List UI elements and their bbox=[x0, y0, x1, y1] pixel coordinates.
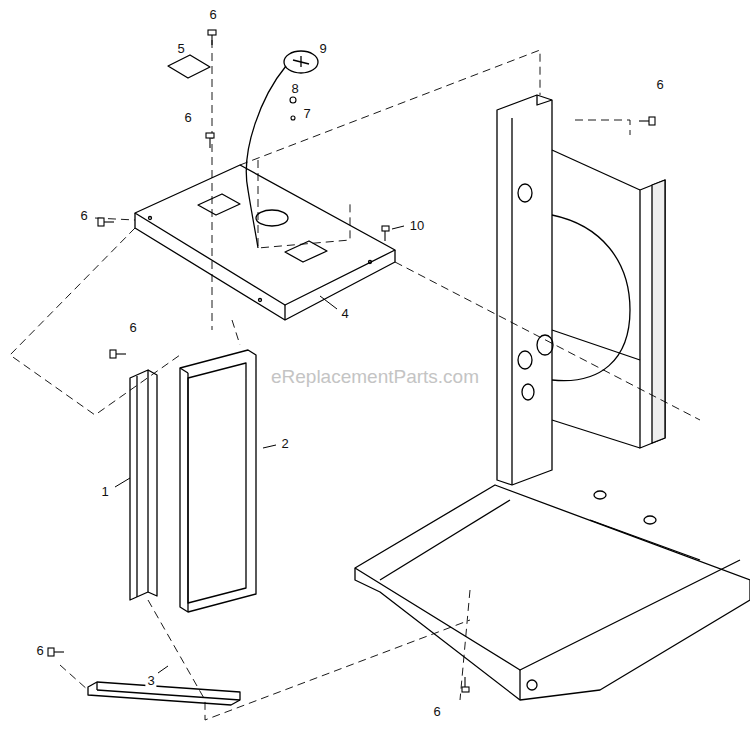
callout-number: 4 bbox=[339, 306, 350, 321]
watermark: eReplacementParts.com bbox=[269, 366, 481, 387]
callout-number: 6 bbox=[654, 77, 665, 92]
callout-number: 6 bbox=[182, 110, 193, 125]
callout-number: 6 bbox=[431, 704, 442, 719]
callout-number: 6 bbox=[78, 208, 89, 223]
callout-number: 6 bbox=[127, 320, 138, 335]
callout-number: 1 bbox=[99, 484, 110, 499]
callout-number: 5 bbox=[175, 41, 186, 56]
callout-number: 6 bbox=[207, 7, 218, 22]
callout-number: 3 bbox=[145, 673, 156, 688]
callout-number: 10 bbox=[408, 218, 426, 233]
callout-number: 6 bbox=[34, 643, 45, 658]
callout-number: 7 bbox=[301, 106, 312, 121]
callout-number: 8 bbox=[289, 81, 300, 96]
callout-number: 2 bbox=[279, 436, 290, 451]
callout-number: 9 bbox=[317, 41, 328, 56]
